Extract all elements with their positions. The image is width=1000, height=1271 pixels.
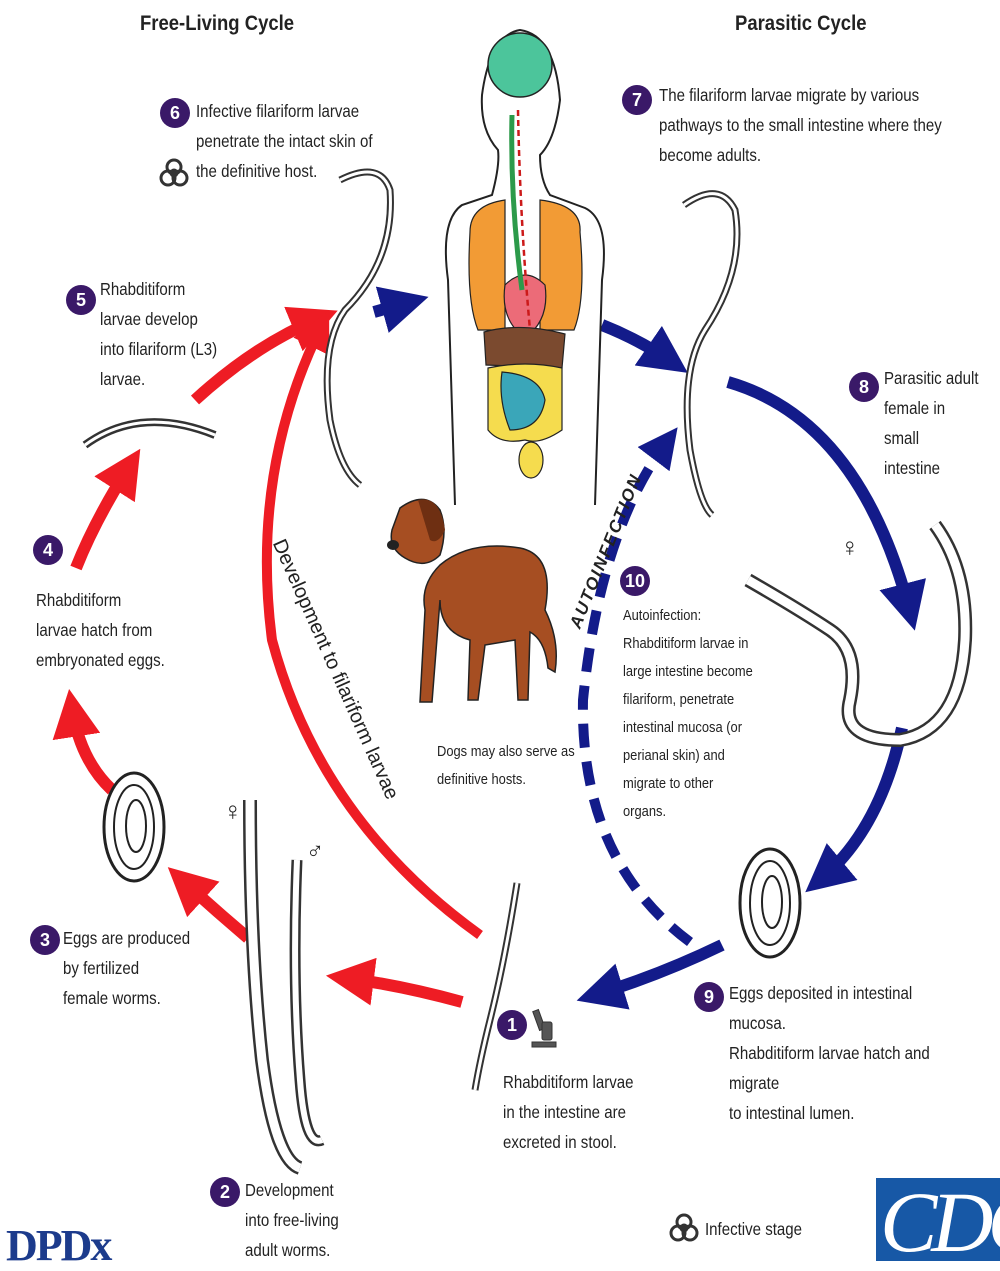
step-7-text: The filariform larvae migrate by various… (659, 80, 942, 170)
arrow-3-to-4 (72, 708, 112, 790)
step-10-line: filariform, penetrate (623, 686, 753, 714)
step-3-text: Eggs are produced by fertilized female w… (63, 923, 190, 1013)
step-8-text: Parasitic adult female in small intestin… (884, 363, 984, 483)
arrow-development (267, 325, 480, 935)
arrow-1-to-2 (345, 978, 462, 1002)
step-8-line: intestine (884, 453, 984, 483)
step-1-line: in the intestine are (503, 1097, 633, 1127)
step-1-line: excreted in stool. (503, 1127, 633, 1157)
egg-step-9 (740, 849, 800, 957)
step-6-line: Infective filariform larvae (196, 96, 373, 126)
step-2-line: Development (245, 1175, 339, 1205)
arrow-8-to-9 (820, 728, 902, 880)
step-3-line: Eggs are produced (63, 923, 190, 953)
step-4-badge: 4 (33, 535, 63, 565)
dog-illustration (387, 499, 556, 702)
step-7-line: become adults. (659, 140, 942, 170)
parasitic-cycle-heading: Parasitic Cycle (735, 12, 867, 36)
arrow-2-to-3 (182, 880, 248, 938)
step-2-badge: 2 (210, 1177, 240, 1207)
step-8-badge: 8 (849, 372, 879, 402)
legend-infective-stage: Infective stage (705, 1214, 802, 1244)
step-5-text: Rhabditiform larvae develop into filarif… (100, 274, 217, 394)
step-5-line: Rhabditiform (100, 274, 217, 304)
biohazard-icon-legend (671, 1215, 697, 1240)
step-3-badge: 3 (30, 925, 60, 955)
arrow-6-to-host (374, 302, 410, 312)
step-7-line: The filariform larvae migrate by various (659, 80, 942, 110)
step-4-line: embryonated eggs. (36, 645, 165, 675)
dpdx-logo: DPDx (6, 1220, 110, 1271)
step-2-line: into free-living (245, 1205, 339, 1235)
step-9-badge: 9 (694, 982, 724, 1012)
dog-caption-line: definitive hosts. (437, 766, 575, 794)
egg-step-3 (104, 773, 164, 881)
female-symbol-parasitic: ♀ (840, 532, 860, 563)
step-10-line: perianal skin) and (623, 742, 753, 770)
step-5-line: into filariform (L3) (100, 334, 217, 364)
step-10-line: intestinal mucosa (or (623, 714, 753, 742)
dog-caption: Dogs may also serve as definitive hosts. (437, 738, 575, 794)
cdc-logo-text: CDC (880, 1178, 1000, 1261)
step-9-text: Eggs deposited in intestinal mucosa. Rha… (729, 978, 962, 1128)
step-10-badge: 10 (620, 566, 650, 596)
step-5-line: larvae. (100, 364, 217, 394)
step-6-text: Infective filariform larvae penetrate th… (196, 96, 373, 186)
step-8-line: Parasitic adult (884, 363, 984, 393)
biohazard-icon-step6 (161, 160, 187, 185)
step-5-line: larvae develop (100, 304, 217, 334)
free-living-cycle-heading: Free-Living Cycle (140, 12, 294, 36)
step-8-line: female in small (884, 393, 984, 453)
step-1-badge: 1 (497, 1010, 527, 1040)
microscope-icon (532, 1010, 556, 1047)
step-10-line: migrate to other (623, 770, 753, 798)
step-10-line: Rhabditiform larvae in (623, 630, 753, 658)
cdc-logo: CDC (876, 1178, 1000, 1261)
step-7-badge: 7 (622, 85, 652, 115)
step-4-text: Rhabditiform larvae hatch from embryonat… (36, 585, 165, 675)
step-9-line: Eggs deposited in intestinal mucosa. (729, 978, 962, 1038)
female-symbol-free-living: ♀ (223, 796, 243, 827)
step-9-line: Rhabditiform larvae hatch and migrate (729, 1038, 962, 1098)
human-body (446, 30, 604, 505)
step-4-line: larvae hatch from (36, 615, 165, 645)
step-10-line: Autoinfection: (623, 602, 753, 630)
step-7-line: pathways to the small intestine where th… (659, 110, 942, 140)
step-5-badge: 5 (66, 285, 96, 315)
step-3-line: by fertilized (63, 953, 190, 983)
male-symbol: ♂ (306, 838, 324, 866)
dog-caption-line: Dogs may also serve as (437, 738, 575, 766)
step-1-line: Rhabditiform larvae (503, 1067, 633, 1097)
step-10-line: large intestine become (623, 658, 753, 686)
step-1-text: Rhabditiform larvae in the intestine are… (503, 1067, 633, 1157)
arrow-host-to-7 (602, 325, 672, 362)
step-10-text: Autoinfection: Rhabditiform larvae in la… (623, 602, 753, 826)
step-6-line: the definitive host. (196, 156, 373, 186)
step-3-line: female worms. (63, 983, 190, 1013)
step-4-line: Rhabditiform (36, 585, 165, 615)
step-10-line: organs. (623, 798, 753, 826)
arrow-4-to-5 (76, 465, 130, 568)
step-9-line: to intestinal lumen. (729, 1098, 962, 1128)
step-6-line: penetrate the intact skin of (196, 126, 373, 156)
step-2-text: Development into free-living adult worms… (245, 1175, 339, 1265)
step-6-badge: 6 (160, 98, 190, 128)
